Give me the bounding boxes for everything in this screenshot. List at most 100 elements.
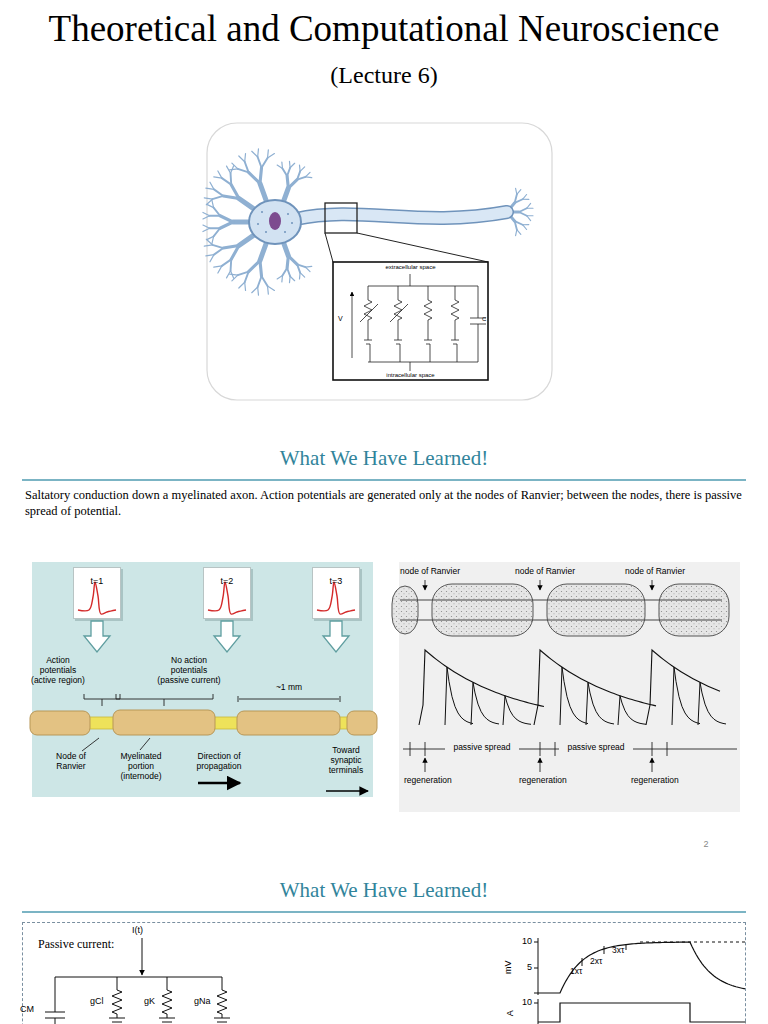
dendrite-branch [204, 198, 212, 199]
drawing-rect [73, 567, 121, 619]
drawing-line [368, 362, 478, 363]
drawing-circle [265, 231, 267, 233]
drawing-circle [291, 222, 293, 224]
dendrite-branch [210, 227, 220, 229]
dendrite-branch [262, 276, 268, 286]
dendrite-branch [231, 185, 239, 199]
dendrite-branch [220, 222, 233, 228]
dendrite-branch [230, 274, 238, 275]
soma [249, 200, 301, 244]
recorded-spike [672, 667, 700, 725]
recorded-spike [698, 682, 726, 725]
charging-plot [534, 938, 746, 1024]
terminal-arrow [326, 790, 368, 792]
current-pulse [538, 1003, 746, 1022]
drawing-line [82, 738, 99, 751]
node-pointers [425, 580, 652, 590]
dendrite-branch [297, 264, 300, 272]
dendrite-branch [300, 273, 305, 277]
dendrite-branch [519, 208, 527, 212]
axis-tick: 10 [512, 997, 532, 1007]
drawing-line [400, 600, 722, 601]
down-arrows [84, 621, 349, 652]
dendrite-branch [517, 230, 521, 235]
slide-title: Theoretical and Computational Neuroscien… [0, 8, 768, 51]
dendrite-branch [516, 188, 517, 194]
drawing-polygon [323, 621, 349, 652]
drawing-circle [257, 223, 259, 225]
dendrite-branch [238, 272, 249, 276]
dendrite-branch [252, 151, 258, 157]
dendrite-branch [203, 212, 210, 215]
dendrite-branch [232, 163, 238, 169]
drawing-polygon [84, 621, 110, 652]
drawing-path [159, 977, 175, 1022]
myelin-sheaths [392, 584, 729, 636]
drawing-circle [261, 211, 263, 213]
dendrite-branch [206, 239, 212, 245]
dendrite-branch [212, 245, 223, 248]
drawing-path [534, 1003, 538, 1004]
drawing-rect [432, 584, 533, 636]
current-symbol: I(t) [132, 925, 162, 935]
spread-axis [403, 742, 737, 772]
dendrite-branch [288, 180, 297, 189]
drawing-circle [287, 213, 289, 215]
drawing-line [410, 274, 411, 286]
dendrite-branch [214, 228, 220, 236]
dendrite-branch [244, 282, 246, 290]
dendrite-branch [206, 199, 212, 205]
conductance-label: gCl [90, 996, 112, 1006]
drawing-path [214, 977, 230, 1022]
decay-envelope [534, 650, 656, 725]
dendrite-branch [230, 169, 238, 170]
action-potential-trace [208, 582, 246, 614]
dendrite-branch [262, 158, 268, 168]
dendrite-branch [212, 200, 214, 207]
direction-label: Direction of propagation [183, 752, 255, 772]
time-constant-mark: 2xτ [590, 957, 616, 967]
direction-label: Toward synaptic terminals [322, 746, 370, 775]
dendrite-branch [527, 203, 531, 208]
dendrite-branch [244, 154, 246, 162]
drawing-rect [312, 567, 360, 619]
time-label: t=3 [330, 576, 343, 586]
image-frame [207, 123, 552, 400]
zoom-line [325, 233, 333, 262]
drawing-line [652, 758, 653, 772]
passive-current-panel: Passive current: [22, 922, 746, 1024]
panel-heading: Passive current: [38, 937, 114, 952]
dendrite-branch [249, 172, 260, 183]
time-box: t=2 [203, 567, 251, 619]
dendrite-branch [527, 208, 533, 209]
dendrite-branch [249, 261, 260, 272]
dendrite-branch [299, 273, 301, 279]
recorded-spike [618, 696, 646, 725]
voltage-symbol: V [338, 315, 348, 323]
capacitance-label: CM [20, 1004, 44, 1014]
section-heading: What We Have Learned! [0, 446, 768, 470]
node-label: node of Ranvier [515, 567, 595, 577]
dendrite-branch [523, 225, 527, 230]
dendrite-branch [281, 162, 283, 168]
dendrite-branch [239, 282, 245, 288]
dendrite-branch [210, 182, 214, 189]
drawing-rect [547, 584, 645, 636]
conductance-label: gNa [194, 996, 218, 1006]
dendrite-branch [287, 168, 290, 176]
drawing-line [538, 938, 539, 995]
dendrite-branch [214, 189, 223, 196]
regeneration-label: regeneration [631, 776, 701, 786]
voltage-curve [538, 942, 746, 993]
drawing-rect [237, 711, 340, 735]
drawing-rect [113, 710, 215, 735]
drawing-rect [30, 711, 90, 735]
axis-tick: 10 [512, 936, 532, 946]
dendrite-branch [523, 199, 529, 200]
drawing-path [534, 942, 538, 993]
dendrite-branch [218, 171, 222, 178]
decay-envelope [419, 650, 544, 725]
drawing-line [142, 938, 143, 975]
drawing-line [352, 292, 353, 358]
dendrite-branch [289, 276, 291, 282]
